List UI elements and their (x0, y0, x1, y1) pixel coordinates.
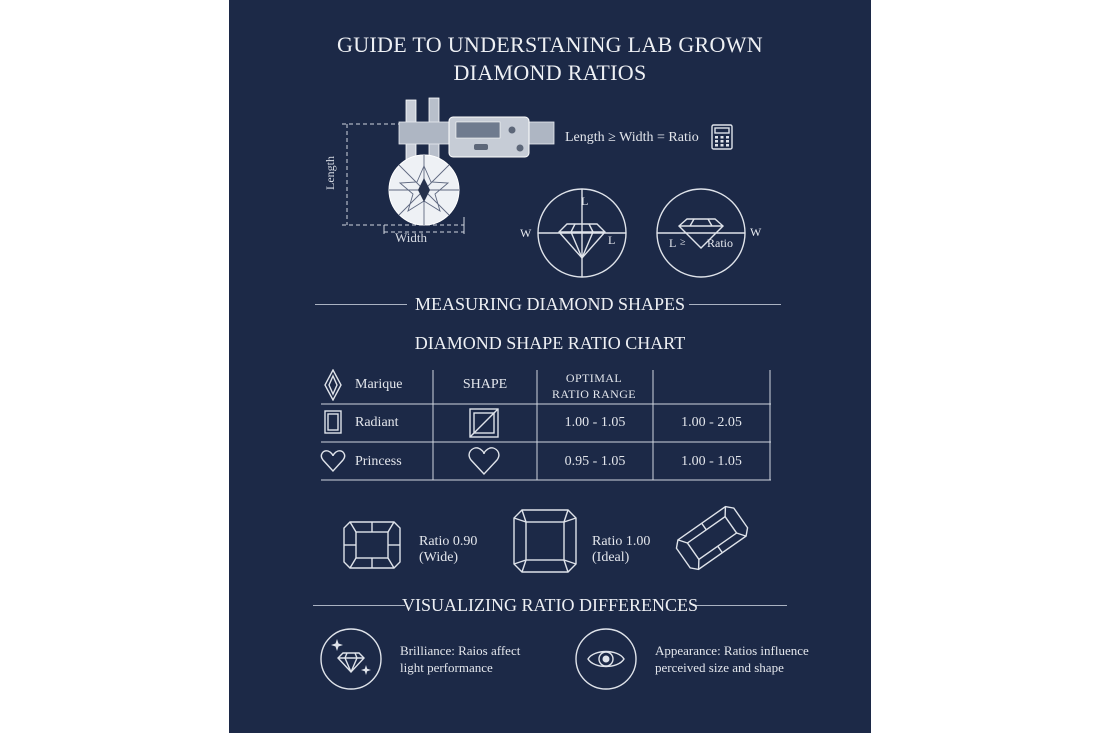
poster-title-line2: DIAMOND RATIOS (453, 60, 647, 85)
header-marquise-label: Marique (355, 377, 403, 392)
ratio-ideal-label: (Ideal) (592, 550, 630, 565)
ratio-table-grid (321, 370, 771, 481)
heart-shape-icon (320, 450, 346, 473)
ratio-ideal-value: Ratio 1.00 (592, 534, 651, 549)
appearance-text-line1: Appearance: Ratios influence (655, 643, 809, 658)
infographic-poster: GUIDE TO UNDERSTANING LAB GROWN DIAMOND … (229, 0, 871, 733)
row-radiant-name: Radiant (355, 415, 399, 430)
divider-left-2 (313, 605, 405, 606)
circle-left-right-label: L (608, 233, 616, 247)
row-radiant-optimal: 1.00 - 1.05 (564, 415, 626, 430)
chart-title: DIAMOND SHAPE RATIO CHART (414, 333, 686, 353)
row-princess-name: Princess (355, 454, 402, 469)
divider-left (315, 304, 407, 305)
circle-right-ratio-label: Ratio (707, 236, 733, 250)
row-princess-optimal: 0.95 - 1.05 (564, 454, 626, 469)
ratio-wide-value: Ratio 0.90 (419, 534, 478, 549)
length-dimension-label: Length (323, 156, 337, 190)
appearance-text-line2: perceived size and shape (655, 660, 784, 675)
heart-shape-diagram (468, 447, 500, 476)
header-ratio-range-label: RATIO RANGE (551, 387, 637, 401)
circle-left-side-label: W (520, 226, 532, 240)
eye-icon (575, 628, 637, 690)
side-view-diamond-diagram (537, 188, 627, 278)
circle-right-l-label: L (669, 236, 677, 250)
calculator-icon (711, 124, 733, 150)
ratio-diamond-diagram (656, 188, 746, 278)
row-princess-range: 1.00 - 1.05 (681, 454, 742, 469)
brilliance-text-line1: Brilliance: Raios affect (400, 643, 521, 658)
radiant-shape-diagram (469, 408, 499, 438)
sparkle-diamond-icon (320, 628, 382, 690)
section-measuring-title: MEASURING DIAMOND SHAPES (414, 294, 686, 314)
radiant-shape-icon (324, 410, 342, 434)
brilliance-text-line2: light performance (400, 660, 493, 675)
ratio-formula: Length ≥ Width = Ratio (565, 130, 699, 145)
header-optimal-label: OPTIMAL (565, 371, 623, 385)
ideal-ratio-shape (513, 509, 577, 573)
circle-right-symbol: ≥ (680, 237, 686, 248)
divider-right (689, 304, 781, 305)
wide-ratio-shape (343, 521, 401, 569)
poster-title-line1: GUIDE TO UNDERSTANING LAB GROWN (337, 32, 763, 57)
elongated-ratio-shape (675, 505, 749, 571)
divider-right-2 (693, 605, 787, 606)
circle-left-top-label: L (581, 194, 589, 208)
row-radiant-range: 1.00 - 2.05 (681, 415, 742, 430)
width-dimension-label: Width (395, 230, 427, 245)
marquise-shape-icon (324, 369, 342, 401)
caliper-illustration (342, 97, 555, 234)
circle-right-side-label: W (750, 225, 762, 239)
header-shape-label: SHAPE (462, 377, 508, 392)
ratio-wide-label: (Wide) (419, 550, 459, 565)
section-visualizing-title: VISUALIZING RATIO DIFFERENCES (402, 595, 698, 615)
